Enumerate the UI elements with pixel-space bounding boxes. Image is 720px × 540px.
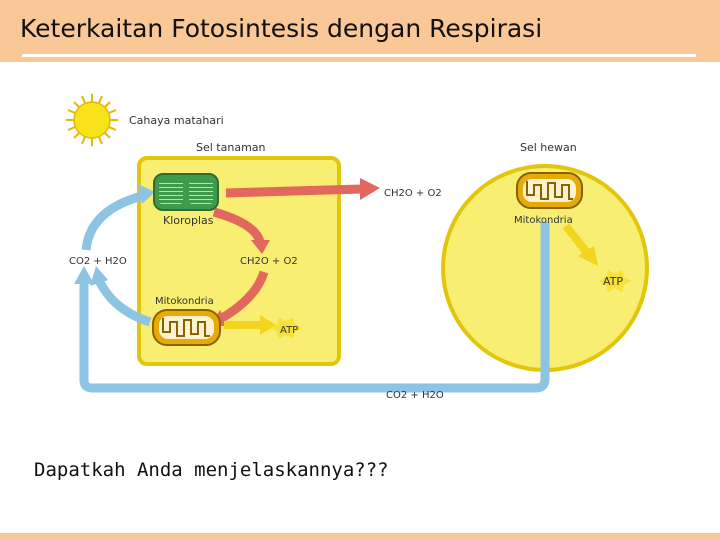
arrow-mito-to-inputs [90, 266, 152, 327]
return-cycle-arrow [74, 222, 550, 393]
plant-cell-label: Sel tanaman [196, 141, 266, 154]
products-plant-label: CH2O + O2 [240, 256, 298, 267]
title-underline [22, 54, 696, 57]
animal-mito-label: Mitokondria [514, 215, 573, 226]
inputs-left-label: CO2 + H2O [69, 256, 127, 267]
arrow-to-animal-cell [225, 178, 380, 200]
chloroplast-label: Kloroplas [163, 214, 214, 227]
atp-plant-label: ATP [280, 325, 298, 336]
animal-mitochondrion-icon [516, 172, 583, 209]
slide-title: Keterkaitan Fotosintesis dengan Respiras… [20, 14, 543, 43]
arrow-to-chloroplast [81, 184, 155, 251]
discussion-question: Dapatkah Anda menjelaskannya??? [34, 459, 389, 481]
chloroplast-icon [153, 173, 219, 211]
arrow-to-plant-products [212, 207, 270, 254]
arrow-animal-atp [562, 223, 598, 266]
plant-mitochondrion-icon [152, 309, 221, 346]
return-bottom-label: CO2 + H2O [386, 390, 444, 401]
atp-badge-plant: ATP [270, 317, 302, 339]
arrow-plant-atp [224, 315, 276, 335]
atp-animal-label: ATP [603, 275, 623, 288]
footer-band [0, 533, 720, 540]
products-to-animal-label: CH2O + O2 [384, 188, 442, 199]
animal-cell-label: Sel hewan [520, 141, 577, 154]
sun-label: Cahaya matahari [129, 114, 224, 127]
header-band [0, 0, 720, 62]
sun-icon [66, 94, 118, 146]
atp-badge-animal: ATP [599, 270, 631, 292]
plant-mito-label: Mitokondria [155, 296, 214, 307]
